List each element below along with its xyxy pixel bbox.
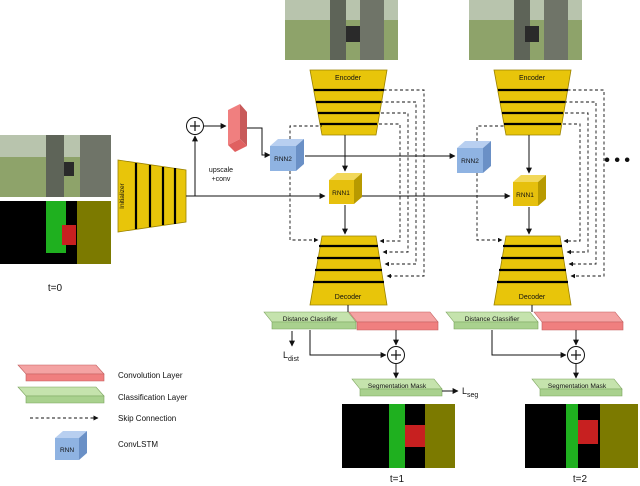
legend-label-rnn: ConvLSTM xyxy=(118,440,158,449)
distance-classifier-label-t1: Distance Classifier xyxy=(283,316,338,323)
loss-seg-label: Lseg xyxy=(462,386,478,399)
encoder-label-t1: Encoder xyxy=(335,75,362,82)
distance-classifier-t1: Distance Classifier xyxy=(263,311,357,330)
encoder-t1: Encoder xyxy=(309,69,388,136)
input-frame-t2 xyxy=(469,0,582,60)
skip-connections-t1 xyxy=(289,89,425,279)
decoder-label-t2: Decoder xyxy=(519,294,546,301)
upscale-conv-label: upscale+conv xyxy=(209,167,233,183)
decoder-t2: Decoder xyxy=(493,235,572,306)
rnn2-label-t1: RNN2 xyxy=(274,156,292,163)
rnn2-label-t2: RNN2 xyxy=(461,158,479,165)
rnn1-t2: RNN1 xyxy=(513,175,546,206)
rnn2-t1: RNN2 xyxy=(270,139,304,171)
conv-layer-t1 xyxy=(348,311,439,331)
time-label-t1: t=1 xyxy=(390,474,405,485)
conv-layer-top xyxy=(228,104,247,152)
segmentation-mask-label-t2: Segmentation Mask xyxy=(548,383,607,390)
input-frame-t1 xyxy=(285,0,398,60)
encoder-label-t2: Encoder xyxy=(519,75,546,82)
initializer-block: Initializer xyxy=(117,159,187,233)
sum-node-t1 xyxy=(387,346,405,364)
continuation-ellipsis: • • • xyxy=(604,152,630,169)
loss-dist-label: Ldist xyxy=(283,350,299,363)
segmentation-mask-t1: Segmentation Mask xyxy=(351,378,443,397)
initializer-label: Initializer xyxy=(119,182,126,208)
legend-item-conv: Convolution Layer xyxy=(17,364,183,382)
encoder-t2: Encoder xyxy=(493,69,572,136)
legend-label-skip: Skip Connection xyxy=(118,414,176,423)
legend-item-class: Classification Layer xyxy=(17,386,188,404)
mask-frame-t0 xyxy=(0,201,111,264)
rnn2-t2: RNN2 xyxy=(457,141,491,173)
distance-classifier-label-t2: Distance Classifier xyxy=(465,316,520,323)
segmentation-mask-label-t1: Segmentation Mask xyxy=(368,383,427,390)
input-frame-t0 xyxy=(0,135,111,197)
skip-connections-t2 xyxy=(476,89,605,279)
rnn1-label-t1: RNN1 xyxy=(332,190,350,197)
output-mask-t1 xyxy=(342,404,455,468)
legend: Convolution Layer Classification Layer S… xyxy=(17,364,188,460)
sum-node-t2 xyxy=(567,346,585,364)
output-mask-t2 xyxy=(525,404,638,468)
time-label-t2: t=2 xyxy=(573,474,588,485)
sum-node-top xyxy=(186,117,204,135)
segmentation-mask-t2: Segmentation Mask xyxy=(531,378,623,397)
decoder-t1: Decoder xyxy=(309,235,388,306)
legend-label-class: Classification Layer xyxy=(118,393,188,402)
time-label-t0: t=0 xyxy=(48,283,63,294)
conv-layer-t2 xyxy=(533,311,624,331)
legend-rnn-box-label: RNN xyxy=(60,447,74,454)
decoder-label-t1: Decoder xyxy=(335,294,362,301)
legend-label-conv: Convolution Layer xyxy=(118,371,183,380)
legend-item-skip: Skip Connection xyxy=(30,414,176,423)
legend-item-rnn: RNN ConvLSTM xyxy=(55,431,158,460)
rnn1-t1: RNN1 xyxy=(329,173,362,204)
rnn1-label-t2: RNN1 xyxy=(516,192,534,199)
distance-classifier-t2: Distance Classifier xyxy=(445,311,539,330)
